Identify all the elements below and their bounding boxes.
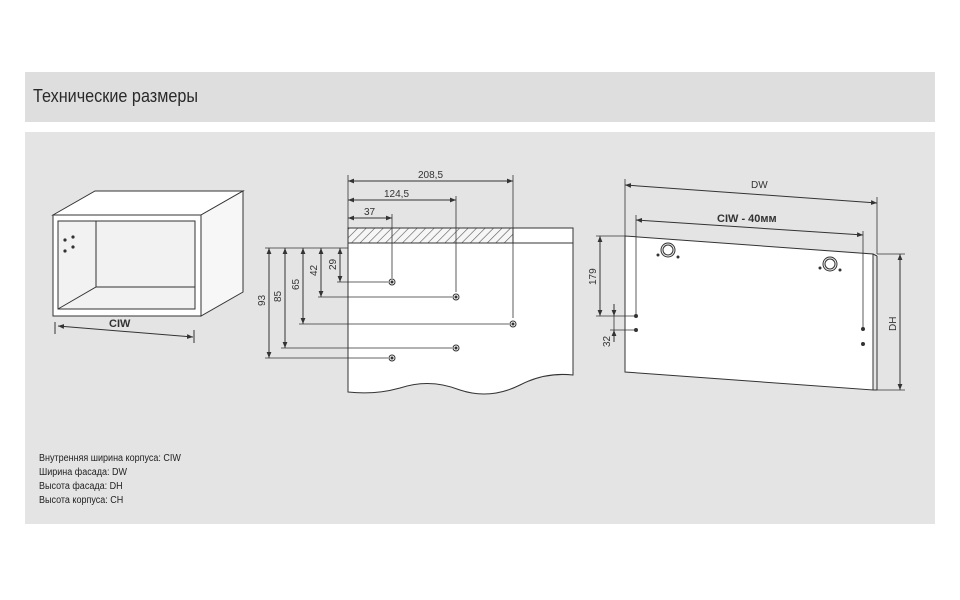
dim-93: 93 (257, 294, 268, 306)
ciw-minus-40-label: CIW - 40мм (717, 213, 777, 225)
legend-item: Высота корпуса: CH (39, 495, 124, 506)
side-view-drawing (265, 175, 574, 395)
legend-item: Высота фасада: DH (39, 481, 123, 492)
dim-37: 37 (364, 207, 376, 218)
dim-208-5: 208,5 (418, 170, 443, 181)
dim-85: 85 (273, 290, 284, 302)
dim-124-5: 124,5 (384, 189, 409, 200)
dim-32: 32 (602, 335, 613, 347)
front-panel-drawing (596, 179, 905, 391)
header-bar: Технические размеры (25, 72, 935, 122)
dim-65: 65 (291, 278, 302, 290)
ciw-label: CIW (109, 318, 131, 330)
cabinet-drawing (51, 190, 245, 343)
dim-42: 42 (309, 264, 320, 276)
dh-label: DH (888, 317, 899, 331)
legend: Внутренняя ширина корпуса: CIW Ширина фа… (39, 452, 181, 508)
dim-179: 179 (588, 268, 599, 285)
dw-label: DW (751, 180, 768, 191)
legend-item: Внутренняя ширина корпуса: CIW (39, 453, 181, 464)
dim-29: 29 (328, 258, 339, 270)
legend-item: Ширина фасада: DW (39, 467, 127, 478)
page-title: Технические размеры (33, 86, 199, 106)
